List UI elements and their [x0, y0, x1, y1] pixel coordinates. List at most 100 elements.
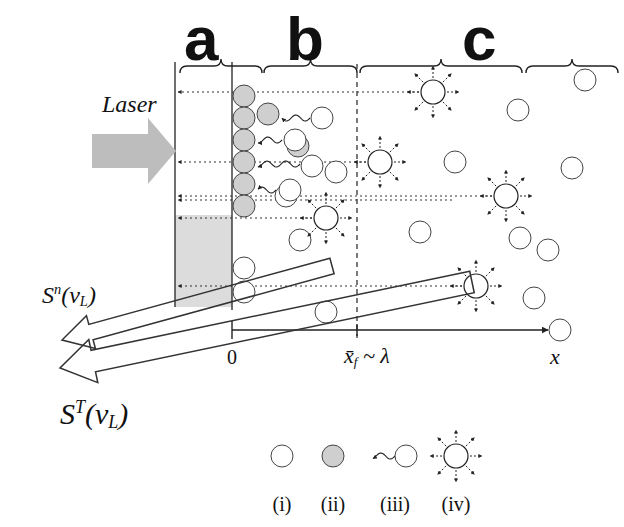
- particle: [233, 257, 255, 279]
- emission-ray: [300, 218, 312, 219]
- text-part: ): [118, 397, 128, 430]
- surface-line: [174, 62, 175, 307]
- text-part: (ν: [61, 282, 80, 308]
- depth-marker: [356, 64, 357, 338]
- emission-ray: [466, 438, 474, 446]
- text-part: ): [88, 282, 96, 308]
- emission-ray: [390, 144, 398, 152]
- emission-ray: [490, 286, 502, 287]
- particle: [279, 179, 301, 201]
- emission-path: [178, 196, 492, 197]
- particle: [507, 99, 529, 121]
- legend-label: (iii): [378, 494, 412, 514]
- signal-label: Sn(νL): [40, 282, 98, 309]
- text-part: L: [108, 412, 118, 432]
- emission-ray: [486, 296, 494, 304]
- excited-particle: [233, 107, 255, 129]
- particle: [574, 69, 596, 91]
- emission-path: [178, 200, 452, 201]
- region-letter: a: [182, 8, 220, 70]
- emission-ray: [362, 144, 370, 152]
- axis-origin: 0: [225, 347, 239, 367]
- region-brace: [360, 59, 522, 73]
- legend-symbols: [271, 430, 482, 482]
- emission-ray: [340, 218, 352, 219]
- emission-path: [178, 218, 312, 219]
- excited-particle: [233, 129, 255, 151]
- particle: [523, 287, 545, 309]
- text-part: ~ λ: [357, 343, 389, 368]
- text-part: (ν: [85, 397, 108, 430]
- particle: [301, 155, 323, 177]
- particle: [409, 221, 431, 243]
- axis-tick: [231, 321, 232, 339]
- emission-ray: [308, 200, 316, 208]
- emission-ray: [407, 92, 419, 93]
- legend-particle: [395, 445, 417, 467]
- laser-label: Laser: [100, 92, 159, 116]
- surface-line: [231, 62, 232, 310]
- excited-particle: [233, 173, 255, 195]
- emission-ray: [506, 210, 507, 222]
- emission-ray: [476, 300, 477, 312]
- region-letter: c: [460, 8, 498, 70]
- scattered-light-arrows: [60, 258, 474, 382]
- emission-ray: [394, 162, 406, 163]
- region-brace: [526, 59, 618, 73]
- emitting-particle: [444, 444, 468, 468]
- x-axis: [232, 329, 548, 330]
- axis-tick: [356, 324, 357, 336]
- axis-mark: x̄f ~ λ: [342, 345, 392, 369]
- excited-particle: [233, 151, 255, 173]
- laser-arrow: [92, 118, 176, 184]
- emission-ray: [447, 92, 459, 93]
- emitting-particle: [494, 184, 518, 208]
- emission-ray: [362, 172, 370, 180]
- emission-ray: [476, 260, 477, 272]
- emission-ray: [308, 228, 316, 236]
- particle: [549, 319, 571, 341]
- region-letter: b: [284, 8, 326, 70]
- text-part: S: [60, 397, 75, 430]
- legend-label: (iv): [440, 494, 473, 514]
- particle: [289, 229, 311, 251]
- emission-ray: [470, 456, 482, 457]
- emission-path: [178, 92, 419, 93]
- text-part: S: [42, 282, 54, 308]
- emission-ray: [354, 162, 366, 163]
- photon-wave: [258, 161, 300, 167]
- excited-particle: [233, 195, 255, 217]
- particle: [315, 301, 337, 323]
- excited-particle: [233, 85, 255, 107]
- photon-wave: [373, 453, 395, 459]
- emission-ray: [433, 106, 434, 118]
- particle: [537, 239, 559, 261]
- photon-wave: [258, 187, 276, 193]
- text-part: f: [354, 354, 358, 369]
- emission-ray: [415, 74, 423, 82]
- particle: [444, 151, 466, 173]
- emission-ray: [430, 456, 442, 457]
- emission-ray: [326, 192, 327, 204]
- legend-label: (i): [271, 494, 294, 514]
- text-part: L: [80, 293, 88, 309]
- emission-ray: [443, 74, 451, 82]
- emission-ray: [336, 228, 344, 236]
- emission-ray: [488, 206, 496, 214]
- emission-ray: [488, 178, 496, 186]
- axis-label: x: [548, 346, 562, 368]
- emission-ray: [516, 178, 524, 186]
- emission-ray: [486, 268, 494, 276]
- text-part: x̄: [344, 343, 354, 368]
- region-braces: [180, 59, 618, 73]
- emission-ray: [390, 172, 398, 180]
- particle: [284, 129, 306, 151]
- text-part: T: [75, 397, 85, 417]
- photon-wave: [258, 137, 282, 143]
- emission-ray: [415, 102, 423, 110]
- emitting-particle: [368, 150, 392, 174]
- legend-label: (ii): [319, 494, 347, 514]
- particle: [561, 157, 583, 179]
- emission-ray: [520, 196, 532, 197]
